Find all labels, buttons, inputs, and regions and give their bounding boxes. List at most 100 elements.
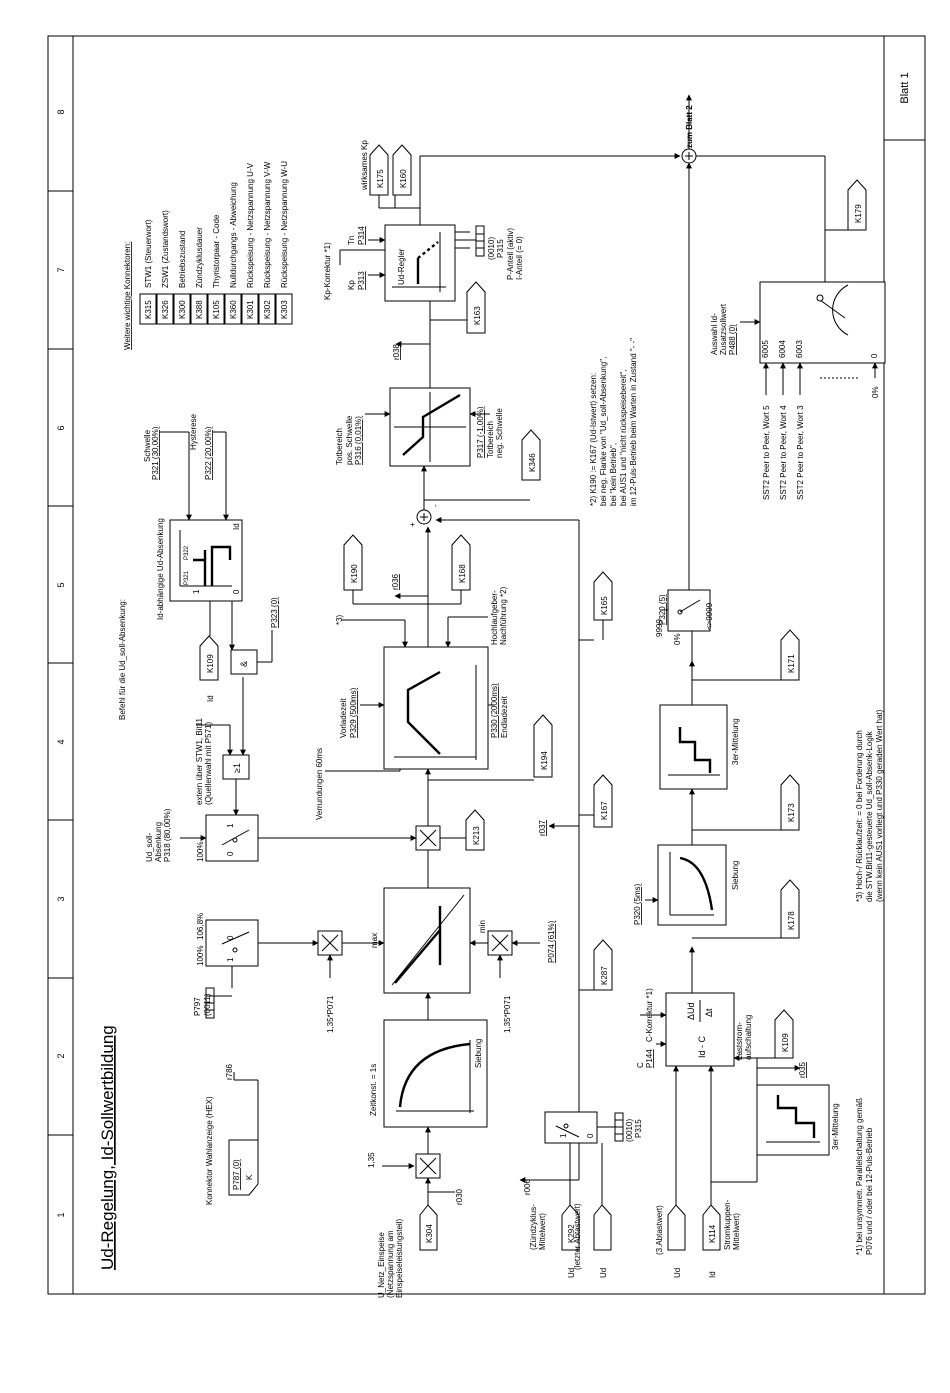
ramp-block: Verrundungen 60ms Vorladezeit P329 (500m…: [315, 526, 553, 826]
legend-item: K300 Betriebszustand: [173, 231, 191, 325]
note3-line3: (wenn kein AUS1 vorliegt und P330 gerade…: [875, 709, 884, 902]
notes: *2) K190 := K167 (Ud-Istwert) setzen: be…: [589, 338, 884, 1255]
lower-frac-num: ΔUd: [686, 1002, 696, 1020]
col-num-3: 3: [56, 896, 66, 901]
logic-p322: P322 (20,00%): [204, 426, 213, 480]
p797-v100: 100%: [196, 946, 205, 966]
wahlanzeige-block: Konnektor Wahlanzeige (HEX) P787 (0) K r…: [205, 1063, 259, 1205]
wahlanzeige-r: r786: [225, 1063, 234, 1080]
logic-p321: P321 (30,00%): [151, 426, 160, 480]
legend-text: Zündzyklusdauer: [195, 227, 204, 288]
lower-p144: P144: [645, 1049, 654, 1068]
siebung1-label: Siebung: [474, 1039, 483, 1068]
k213-tag: K213: [472, 826, 481, 845]
totbereich-k346: K346: [528, 453, 537, 472]
p315-in: P315: [634, 1119, 643, 1138]
legend-tag: K303: [280, 300, 289, 319]
p318-label-2: Absenkung: [154, 822, 163, 862]
switch-p797: 1 0 100% 106,8% P797 (0011): [193, 913, 259, 1019]
legend-text: Thyristorpaar - Code: [212, 214, 221, 288]
note3-line1: *3) Hoch-/ Rücklaufzeit: = 0 bei Forderu…: [855, 730, 864, 902]
zusatz-c6005: 6005: [761, 340, 770, 358]
totbereich-p317: P317 (-1,00%): [476, 406, 485, 458]
col-num-5: 5: [56, 582, 66, 587]
legend-text: STW1 (Steuerwort): [144, 219, 153, 288]
inputs: U_Netz_Einspeise (Netzspannung am Einspe…: [367, 842, 758, 1298]
zusatz-in3: SST2 Peer to Peer, Wort 3: [796, 405, 805, 500]
p797-bits: (0011): [203, 993, 212, 1016]
legend-tag: K302: [263, 300, 272, 319]
ramp-verrund: Verrundungen 60ms: [315, 748, 324, 820]
lower-k165: K165: [600, 596, 609, 615]
lower-r035: r035: [798, 1061, 807, 1078]
limiter-max: max: [370, 933, 379, 948]
regler-k163: K163: [473, 306, 482, 325]
totbereich-neg-1: Totbereich: [486, 421, 495, 458]
stromkuppen-1: Stromkuppen-: [723, 1199, 732, 1250]
p074-label: P074 (61%): [547, 920, 556, 963]
legend-item: K302 Rückspeisung - Netzspannung V-W: [258, 161, 276, 325]
lower-lastst-2: aufschaltung: [744, 1015, 753, 1060]
ramp-hochlauf-1: Hochlaufgeber-: [490, 590, 499, 645]
lower-k167: K167: [600, 801, 609, 820]
p315-bits-in: (0010): [625, 1119, 634, 1142]
ud-label-1: Ud: [567, 1268, 576, 1278]
note2-line5: im 12-Puls-Betrieb beim Warten in Zustan…: [629, 338, 638, 506]
limiter-block: max min: [342, 841, 488, 994]
legend-text: Rückspeisung - Netzspannung V-W: [263, 161, 272, 288]
legend-tag: K360: [229, 300, 238, 319]
legend-item: K105 Thyristorpaar - Code: [207, 214, 225, 325]
zusatz-label-2: Zusatzsollwert: [719, 303, 728, 355]
zusatz-c6003: 6003: [795, 340, 804, 358]
totbereich-pos-1: Totbereich: [335, 428, 344, 465]
column-numbers: 1 2 3 4 5 6 7 8: [56, 109, 66, 1217]
u-netz-line3: Einspeiseleistungsteil): [395, 1219, 404, 1298]
limiter-left-factor: 1,35*P071: [326, 995, 335, 1033]
logic-id: Id: [206, 695, 215, 702]
p797-param: P797: [193, 997, 202, 1016]
logic-and: &: [239, 661, 249, 667]
ud-soll-absenkung: K213 0 1 100% Ud_soll- Absenkung P318 (8…: [145, 779, 485, 862]
switch-1: 1: [559, 1133, 568, 1138]
lower-k173: K173: [787, 803, 796, 822]
note2-line3: bei "kein Betrieb",: [609, 443, 618, 506]
totbereich-block: + - K346 Totbereich pos. Schwelle P316 (…: [335, 269, 541, 527]
letzter-abtastwert: (letzter Abtastwert): [573, 1203, 582, 1270]
logic-hysterese: Hysterese: [189, 413, 198, 450]
lower-dreier1: 3er-Mittelung: [831, 1103, 840, 1150]
ud-label-3: Ud: [673, 1268, 682, 1278]
p318-param: P318 (80,00%): [163, 808, 172, 862]
col-num-8: 8: [56, 109, 66, 114]
logic-ge1: ≥1: [232, 763, 242, 773]
p797-1: 1: [226, 957, 235, 962]
regler-bits: (0010): [487, 237, 496, 260]
legend-tag: K315: [144, 300, 153, 319]
note2-line1: *2) K190 := K167 (Ud-Istwert) setzen:: [589, 373, 598, 506]
sheet-label: Blatt 1: [899, 72, 911, 103]
p318-0: 0: [226, 851, 235, 856]
note1-line2: P076 und / oder bei 12-Puls-Betrieb: [865, 1127, 874, 1255]
regler-k175: K175: [376, 169, 385, 188]
logic-id-axis: Id: [232, 523, 241, 530]
zusatz-label-1: Auswahl Id-: [710, 313, 719, 355]
zusatz-c6004: 6004: [778, 340, 787, 358]
ramp-k190: K190: [350, 564, 359, 583]
ramp-vorlade: Vorladezeit: [339, 698, 348, 738]
id-label-in: Id: [708, 1271, 717, 1278]
legend-heading: Weitere wichtige Konnektoren:: [123, 242, 132, 350]
limiter-min: min: [478, 920, 487, 933]
p797-0: 0: [226, 935, 235, 940]
stromkuppen-2: Mittelwert): [732, 1213, 741, 1250]
col-num-1: 1: [56, 1212, 66, 1217]
logic-idabh: Id-abhängige Ud-Absenkung: [156, 518, 165, 620]
lower-siebung: Siebung: [731, 861, 740, 890]
lower-p320-5: P320 (5): [658, 594, 667, 625]
lower-lastst-1: Laststrom-: [735, 1022, 744, 1060]
col-num-2: 2: [56, 1053, 66, 1058]
zusatz-in5: SST2 Peer to Peer, Wort 5: [762, 405, 771, 500]
lower-formula: Id - C: [697, 1035, 707, 1058]
lower-k178: K178: [787, 911, 796, 930]
ramp-r036: r036: [391, 573, 400, 590]
zusatz-c0: 0: [870, 353, 879, 358]
